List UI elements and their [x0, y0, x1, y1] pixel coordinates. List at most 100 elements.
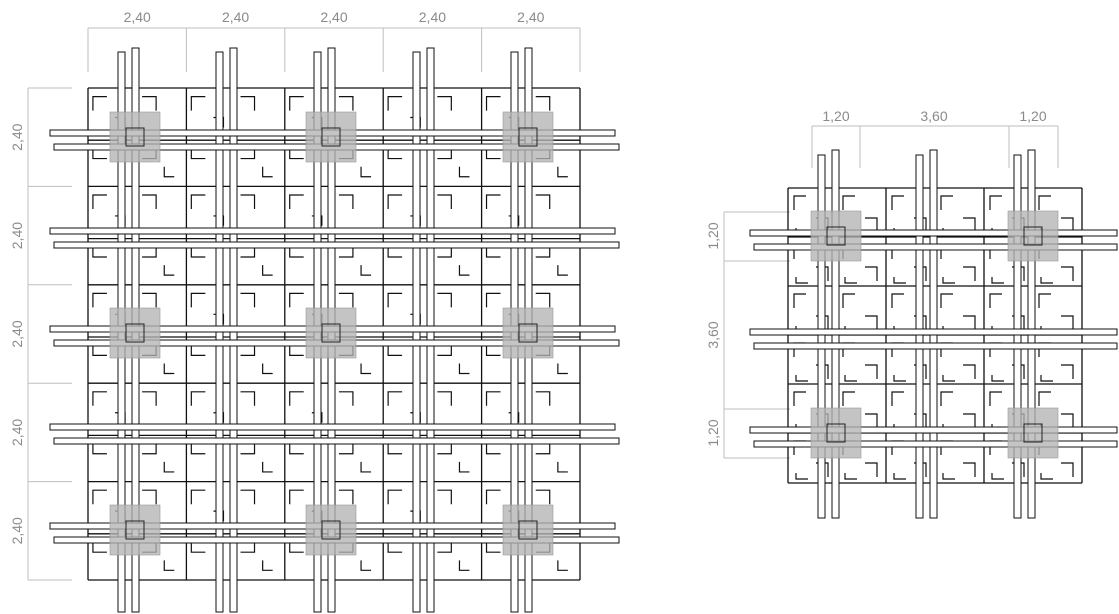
module-tick: [557, 461, 568, 473]
dimension-label-top: 1,20: [822, 108, 849, 124]
dimension-chain-left: [27, 27, 581, 581]
module-tick: [387, 96, 403, 111]
beam-bars-right: [749, 149, 1118, 519]
module-tick: [190, 292, 206, 308]
module-tick: [842, 293, 855, 308]
module-tick: [793, 195, 806, 210]
module-tick: [989, 195, 1002, 210]
horizontal-bar: [49, 227, 616, 235]
node-marker: [502, 111, 554, 163]
dimension-label-top: 2,40: [419, 9, 446, 25]
module-tick: [940, 195, 953, 210]
module-tick: [240, 489, 256, 505]
module-tick: [865, 217, 878, 232]
module-tick: [844, 375, 857, 382]
dimension-label-side: 2,40: [9, 419, 25, 446]
module-tick: [891, 293, 904, 308]
module-tick: [338, 489, 354, 505]
node-markers-left: [109, 111, 554, 556]
horizontal-bar: [53, 241, 620, 249]
module-tick: [963, 217, 976, 232]
node-inner-square: [1023, 226, 1043, 246]
module-tick: [940, 293, 953, 308]
module-tick: [190, 96, 206, 111]
module-tick: [1040, 473, 1053, 480]
module-tick: [795, 473, 808, 480]
module-tick: [142, 96, 157, 111]
module-tick: [437, 489, 452, 505]
module-tick: [535, 489, 551, 505]
node-marker: [109, 504, 161, 556]
node-inner-square: [321, 520, 341, 540]
module-tick: [240, 194, 256, 210]
dimension-label-side: 2,40: [9, 517, 25, 544]
module-tick: [262, 560, 273, 571]
horizontal-bar: [749, 229, 1118, 237]
module-tick: [240, 96, 256, 111]
module-tick: [991, 473, 1004, 480]
module-tick: [289, 489, 304, 505]
module-tick: [142, 489, 157, 505]
module-tick: [92, 292, 107, 308]
module-tick: [92, 489, 107, 505]
module-tick: [844, 277, 857, 284]
module-tick: [963, 315, 976, 330]
node-marker: [1007, 407, 1059, 459]
module-tick: [485, 194, 501, 210]
module-tick: [240, 391, 256, 406]
module-tick: [991, 375, 1004, 382]
module-tick: [289, 391, 304, 406]
module-tick: [535, 194, 551, 210]
dimension-label-side: 3,60: [705, 321, 721, 348]
node-marker: [305, 111, 357, 163]
horizontal-bar: [753, 342, 1118, 350]
node-inner-square: [518, 127, 538, 147]
module-tick: [891, 391, 904, 406]
dimension-label-top: 2,40: [517, 9, 544, 25]
dimension-label-top: 1,20: [1019, 108, 1046, 124]
vertical-bar: [915, 154, 924, 519]
node-inner-square: [518, 520, 538, 540]
module-tick: [940, 391, 953, 406]
module-tick: [360, 265, 372, 276]
node-marker: [305, 504, 357, 556]
module-tick: [942, 277, 955, 284]
dimension-label-top: 3,60: [920, 108, 947, 124]
module-tick: [360, 461, 372, 473]
dimension-label-side: 2,40: [9, 222, 25, 249]
module-tick: [963, 462, 976, 477]
node-marker: [109, 111, 161, 163]
module-tick: [142, 292, 157, 308]
dimension-label-top: 2,40: [124, 9, 151, 25]
horizontal-bar: [749, 426, 1118, 434]
module-tick: [387, 292, 403, 308]
module-tick: [163, 363, 175, 375]
module-tick: [942, 375, 955, 382]
module-tick: [142, 194, 157, 210]
module-tick: [289, 194, 304, 210]
module-tick: [338, 96, 354, 111]
module-tick: [262, 166, 273, 178]
module-tick: [1061, 315, 1074, 330]
module-tick: [844, 473, 857, 480]
module-tick: [262, 363, 273, 375]
module-tick: [1061, 462, 1074, 477]
module-tick: [793, 293, 806, 308]
module-tick: [163, 560, 175, 571]
module-tick: [262, 461, 273, 473]
module-tick: [240, 292, 256, 308]
node-marker: [502, 504, 554, 556]
module-tick: [387, 489, 403, 505]
module-tick: [893, 277, 906, 284]
module-tick: [360, 363, 372, 375]
module-tick: [1040, 277, 1053, 284]
module-tick: [92, 391, 107, 406]
module-tick: [865, 462, 878, 477]
module-tick: [458, 265, 470, 276]
module-tick: [557, 166, 568, 178]
module-tick: [437, 292, 452, 308]
module-tick: [842, 391, 855, 406]
